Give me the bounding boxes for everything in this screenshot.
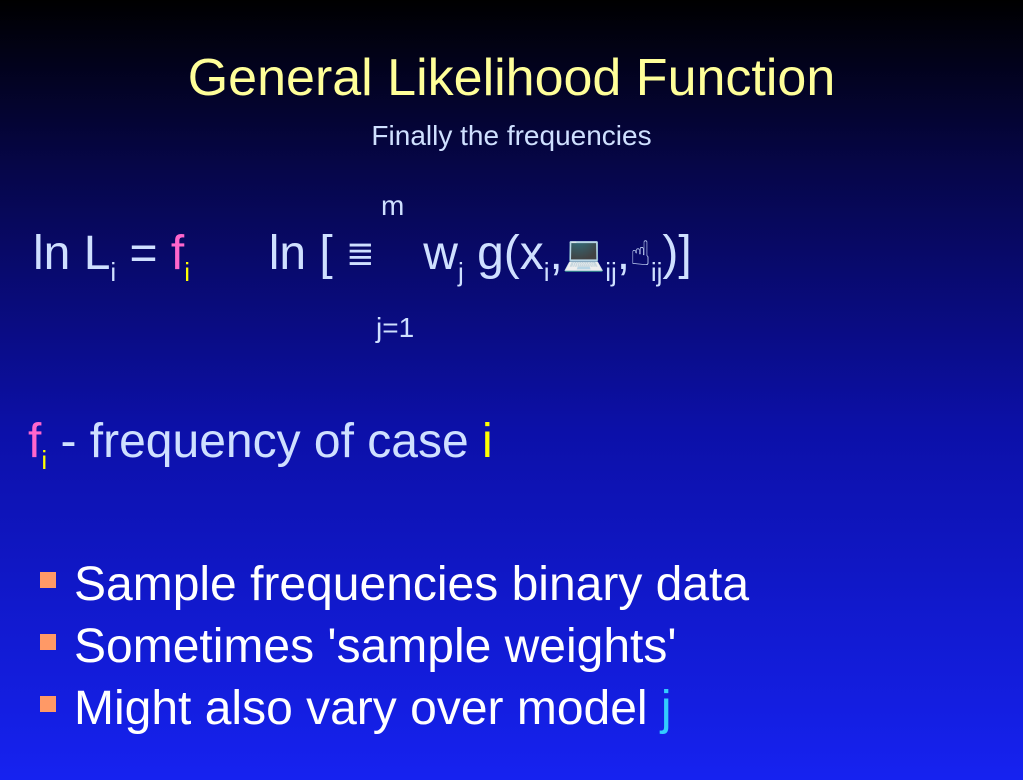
- comma: ,: [549, 227, 563, 280]
- bullet-square-icon: [40, 572, 56, 588]
- summation-icon: ≣: [346, 234, 375, 274]
- slide-title: General Likelihood Function: [187, 49, 836, 107]
- bullet-item: Sometimes 'sample weights': [40, 619, 749, 681]
- bullet-item: Sample frequencies binary data: [40, 557, 749, 619]
- slide-subtitle: Finally the frequencies: [371, 120, 652, 151]
- weight-w: w: [423, 227, 458, 280]
- sum-lower-limit: j=1: [376, 312, 415, 343]
- comma: ,: [616, 227, 631, 280]
- x-subscript: i: [543, 257, 550, 287]
- likelihood-formula: ln Li = fi ln [ ≣ wj g(xi,💻ij,☝ij)]: [33, 224, 692, 290]
- bullet-list: Sample frequencies binary data Sometimes…: [40, 557, 749, 743]
- definition-subscript: i: [41, 445, 48, 475]
- bullet-square-icon: [40, 696, 56, 712]
- definition-case-i: i: [482, 415, 493, 468]
- bullet-square-icon: [40, 634, 56, 650]
- bullet-item: Might also vary over model j: [40, 681, 749, 743]
- frequency-definition: fi - frequency of case i: [28, 412, 493, 478]
- ln-L: ln L: [33, 227, 111, 280]
- ln-bracket: ln [: [268, 227, 333, 280]
- definition-text: - frequency of case: [60, 415, 483, 468]
- frequency-f: f: [170, 227, 185, 280]
- computer-icon: 💻: [562, 234, 606, 274]
- param1-subscript: ij: [605, 257, 617, 287]
- pointing-hand-icon: ☝: [630, 234, 651, 274]
- subscript-i: i: [110, 257, 117, 287]
- frequency-subscript: i: [184, 257, 191, 287]
- g-function: g(x: [477, 227, 544, 280]
- equals-sign: =: [129, 227, 158, 280]
- definition-f: f: [28, 415, 42, 468]
- param2-subscript: ij: [650, 257, 663, 287]
- sum-upper-limit: m: [381, 190, 405, 221]
- closing-bracket: )]: [662, 227, 692, 280]
- weight-subscript: j: [457, 257, 464, 287]
